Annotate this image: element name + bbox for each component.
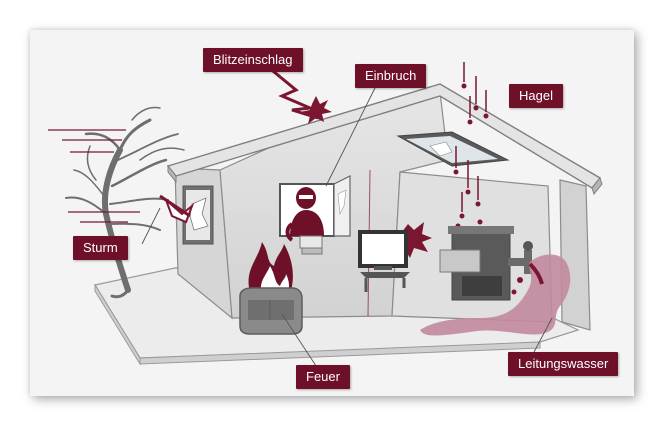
broken-branch bbox=[159, 194, 195, 224]
leader-lines bbox=[141, 85, 553, 373]
lightning-icon bbox=[261, 60, 332, 124]
tree-icon bbox=[65, 106, 185, 299]
stove-icon bbox=[439, 226, 514, 301]
label-lightning: Blitzeinschlag bbox=[203, 48, 303, 72]
skylight-window bbox=[396, 131, 510, 167]
label-hail: Hagel bbox=[509, 84, 563, 108]
water-tap-icon bbox=[420, 241, 571, 336]
label-water: Leitungswasser bbox=[508, 352, 619, 376]
label-fire: Feuer bbox=[296, 365, 350, 389]
storm-wind-lines bbox=[48, 129, 140, 223]
label-burglary: Einbruch bbox=[355, 64, 427, 88]
armchair-icon bbox=[239, 287, 303, 335]
television-icon bbox=[358, 222, 432, 292]
burglar-icon bbox=[279, 175, 351, 255]
roof bbox=[166, 83, 603, 196]
label-storm: Sturm bbox=[73, 236, 128, 260]
